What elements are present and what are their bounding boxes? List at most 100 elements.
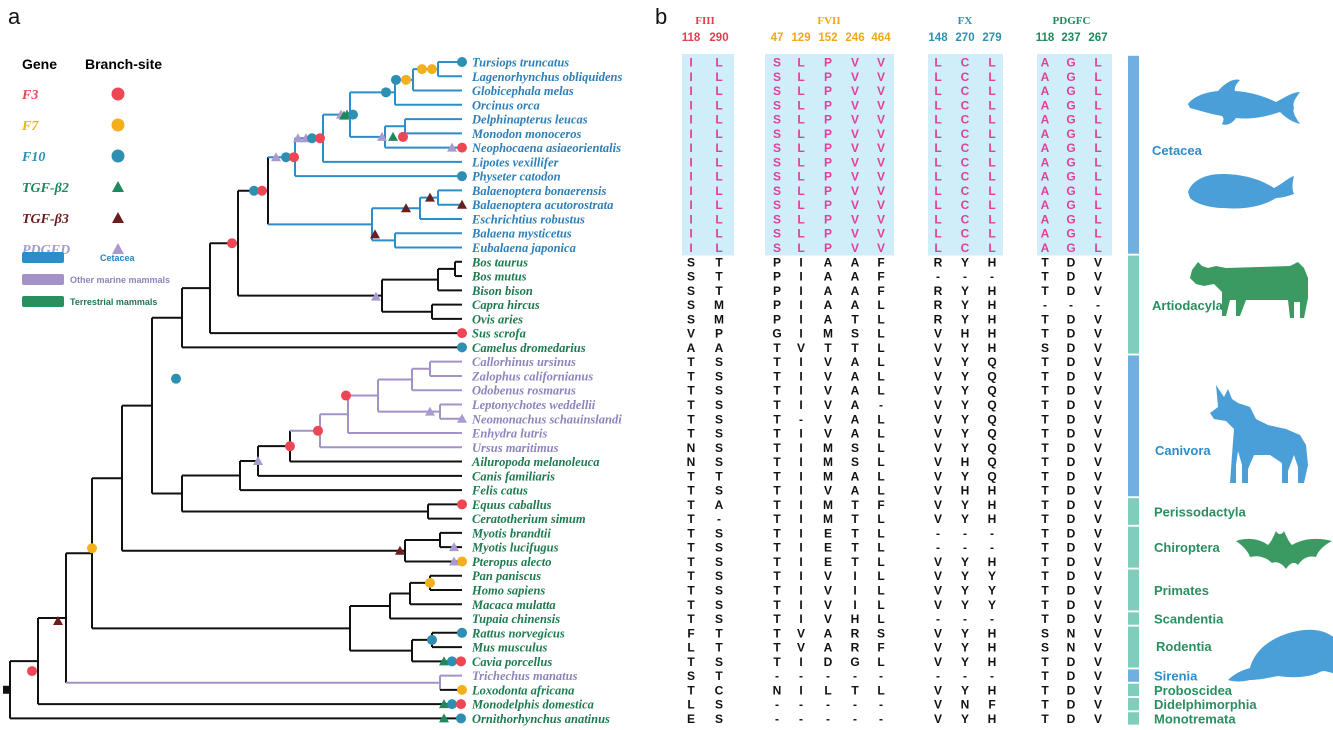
- residue-cell: F: [988, 698, 995, 712]
- residue-cell: A: [851, 298, 860, 312]
- taxon-label: Pan paniscus: [472, 569, 541, 583]
- taxon-label: Enhydra lutris: [471, 427, 548, 441]
- clade-bar: [1128, 612, 1139, 625]
- residue-cell: A: [1041, 113, 1050, 127]
- residue-cell: Y: [961, 569, 969, 583]
- residue-cell: H: [988, 484, 997, 498]
- residue-cell: L: [988, 70, 995, 84]
- residue-cell: Q: [987, 369, 996, 383]
- residue-cell: L: [715, 155, 722, 169]
- residue-cell: V: [877, 212, 885, 226]
- residue-cell: V: [934, 469, 942, 483]
- residue-cell: Y: [961, 398, 969, 412]
- residue-cell: V: [877, 84, 885, 98]
- residue-cell: I: [799, 369, 802, 383]
- residue-cell: L: [877, 583, 884, 597]
- residue-cell: L: [877, 541, 884, 555]
- residue-cell: S: [715, 583, 723, 597]
- residue-cell: -: [990, 270, 994, 284]
- residue-cell: Q: [987, 412, 996, 426]
- residue-cell: T: [687, 583, 695, 597]
- residue-cell: -: [799, 669, 803, 683]
- residue-cell: -: [936, 541, 940, 555]
- gene-header: FVII: [817, 15, 840, 27]
- residue-cell: S: [715, 698, 723, 712]
- residue-cell: V: [934, 455, 942, 469]
- residue-cell: I: [689, 127, 692, 141]
- residue-cell: T: [773, 384, 781, 398]
- residue-cell: A: [851, 369, 860, 383]
- residue-cell: V: [934, 555, 942, 569]
- residue-cell: L: [1094, 84, 1101, 98]
- residue-cell: F: [877, 641, 884, 655]
- residue-cell: T: [851, 312, 859, 326]
- residue-cell: T: [1041, 498, 1049, 512]
- residue-cell: T: [773, 469, 781, 483]
- residue-cell: T: [1041, 712, 1049, 726]
- taxon-label: Equus caballus: [471, 498, 552, 512]
- residue-cell: T: [687, 469, 695, 483]
- residue-cell: C: [961, 184, 970, 198]
- branch-site-triangle-marker: [293, 133, 303, 143]
- residue-cell: T: [851, 683, 859, 697]
- branch-site-circle-marker: [417, 64, 427, 75]
- residue-cell: C: [961, 127, 970, 141]
- phylogenetic-tree: [3, 61, 462, 720]
- residue-cell: T: [773, 441, 781, 455]
- residue-cell: Q: [987, 441, 996, 455]
- residue-position-label: 246: [845, 32, 864, 44]
- residue-cell: Y: [961, 583, 969, 597]
- residue-cell: L: [715, 98, 722, 112]
- residue-cell: T: [773, 598, 781, 612]
- residue-cell: -: [990, 612, 994, 626]
- clade-bar: [1128, 626, 1139, 668]
- manatee-silhouette: [1228, 629, 1333, 682]
- taxon-label: Lipotes vexillifer: [471, 155, 559, 169]
- residue-cell: P: [824, 198, 832, 212]
- residue-cell: T: [1041, 384, 1049, 398]
- residue-cell: L: [988, 84, 995, 98]
- residue-cell: N: [961, 698, 970, 712]
- residue-cell: V: [934, 327, 942, 341]
- residue-cell: -: [826, 698, 830, 712]
- residue-cell: P: [715, 327, 723, 341]
- branch-site-circle-marker: [447, 656, 457, 667]
- residue-cell: S: [715, 569, 723, 583]
- residue-cell: V: [824, 484, 832, 498]
- residue-cell: V: [1094, 327, 1102, 341]
- residue-cell: L: [988, 170, 995, 184]
- branch-site-triangle-marker: [395, 545, 405, 555]
- residue-cell: T: [773, 655, 781, 669]
- residue-cell: S: [687, 312, 695, 326]
- residue-cell: L: [877, 455, 884, 469]
- residue-cell: L: [934, 113, 941, 127]
- residue-cell: V: [824, 398, 832, 412]
- residue-cell: T: [687, 526, 695, 540]
- residue-cell: D: [1067, 369, 1076, 383]
- residue-cell: L: [1094, 227, 1101, 241]
- residue-cell: V: [1094, 255, 1102, 269]
- branch-site-circle-marker: [425, 577, 435, 588]
- residue-cell: V: [824, 384, 832, 398]
- residue-cell: V: [934, 698, 942, 712]
- residue-cell: G: [1066, 155, 1075, 169]
- residue-cell: V: [1094, 369, 1102, 383]
- residue-cell: D: [1067, 498, 1076, 512]
- residue-cell: S: [1041, 626, 1049, 640]
- residue-cell: T: [1041, 270, 1049, 284]
- residue-cell: L: [797, 184, 804, 198]
- residue-cell: I: [689, 198, 692, 212]
- residue-cell: I: [689, 227, 692, 241]
- branch-site-circle-marker: [457, 142, 467, 153]
- residue-cell: A: [851, 427, 860, 441]
- residue-cell: G: [1066, 70, 1075, 84]
- residue-cell: L: [797, 170, 804, 184]
- residue-cell: V: [824, 369, 832, 383]
- residue-cell: L: [877, 441, 884, 455]
- residue-cell: C: [961, 155, 970, 169]
- branch-site-triangle-marker: [457, 413, 467, 423]
- clade-label: Monotremata: [1154, 711, 1236, 726]
- residue-position-label: 279: [982, 32, 1001, 44]
- taxon-label: Bison bison: [471, 284, 533, 298]
